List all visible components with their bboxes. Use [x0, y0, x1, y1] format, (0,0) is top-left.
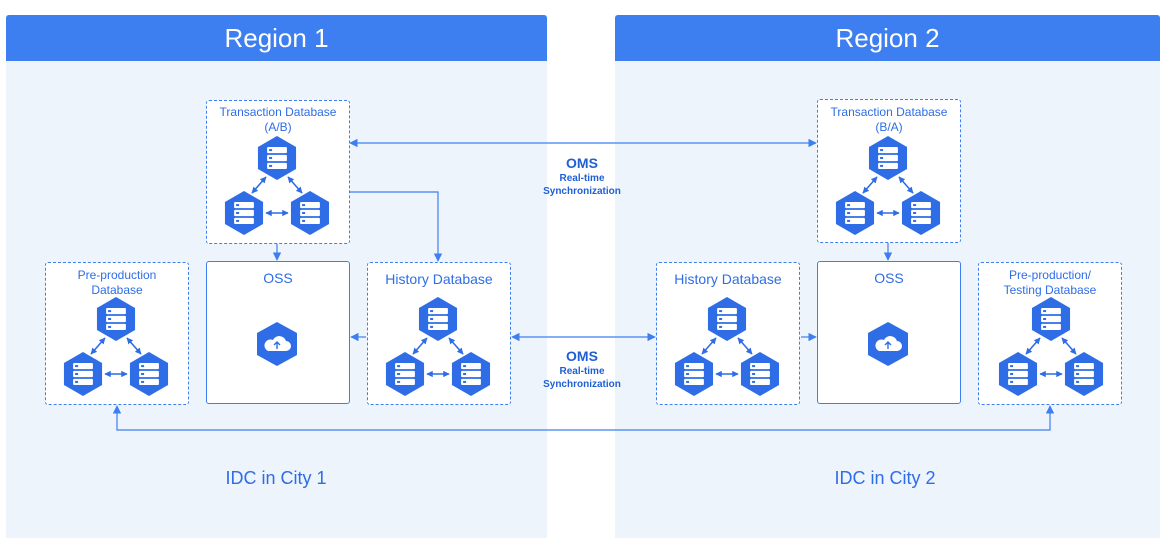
r2-transaction-cluster-server-icon-right [901, 191, 941, 235]
r1-transaction-database-label: Transaction Database (A/B) [219, 105, 337, 134]
r1-history-cluster-server-icon-top [418, 297, 458, 341]
r1-oss-label: OSS [263, 270, 293, 286]
r1-history-cluster-server-icon-right [451, 352, 491, 396]
r2-history-cluster-link-top-right [737, 337, 753, 355]
r2-history-cluster-link-top-left [701, 337, 717, 355]
r1-oss-cloud-icon [257, 322, 297, 366]
r1-preproduction-cluster-link-top-right [126, 337, 142, 355]
r1-transaction-to-history-arrow [350, 191, 443, 262]
r1-history-cluster-server-icon-left [385, 352, 425, 396]
r2-transaction-cluster-server-icon-top [868, 136, 908, 180]
r1-preproduction-cluster-server-icon-top [96, 297, 136, 341]
r2-preproduction-cluster-link-top-right [1061, 337, 1077, 355]
r1-history-cluster-link-top-right [448, 337, 464, 355]
r2-oss-label: OSS [874, 270, 904, 286]
idc-city-1-label: IDC in City 1 [225, 468, 327, 488]
r2-preproduction-testing-database-label: Pre-production/ Testing Database [1003, 268, 1097, 297]
r1-transaction-cluster-link-top-right [287, 176, 303, 194]
r2-oss-cloud-icon [868, 322, 908, 366]
r2-transaction-database-label: Transaction Database (B/A) [830, 105, 948, 134]
r1-preproduction-cluster-link-top-left [90, 337, 106, 355]
r2-preproduction-cluster-server-icon-left [998, 352, 1038, 396]
r2-preproduction-cluster-server-icon-right [1064, 352, 1104, 396]
r1-transaction-cluster-server-icon-top [257, 136, 297, 180]
r1-transaction-cluster-server-icon-left [224, 191, 264, 235]
r1-preproduction-database-label: Pre-production Database [77, 268, 157, 297]
preproduction-link-arrow [112, 405, 1055, 431]
r2-history-cluster-server-icon-top [707, 297, 747, 341]
r2-history-database-label: History Database [674, 271, 782, 287]
r1-transaction-cluster-link-top-left [251, 176, 267, 194]
r1-history-database-label: History Database [385, 271, 493, 287]
oms-sync-label-bottom: OMS Real-time Synchronization [543, 348, 621, 390]
idc-city-2-label: IDC in City 2 [834, 468, 936, 488]
r2-transaction-cluster-link-top-right [898, 176, 914, 194]
r2-history-cluster-server-icon-left [674, 352, 714, 396]
r1-preproduction-cluster-server-icon-right [129, 352, 169, 396]
r2-history-cluster-server-icon-right [740, 352, 780, 396]
r1-history-cluster-link-top-left [412, 337, 428, 355]
r2-preproduction-cluster-server-icon-top [1031, 297, 1071, 341]
r2-transaction-cluster-link-top-left [862, 176, 878, 194]
oms-sync-label-top: OMS Real-time Synchronization [543, 155, 621, 197]
r2-transaction-cluster-server-icon-left [835, 191, 875, 235]
r1-transaction-cluster-server-icon-right [290, 191, 330, 235]
r2-preproduction-cluster-link-top-left [1025, 337, 1041, 355]
region-1-title: Region 1 [6, 15, 547, 61]
r1-preproduction-cluster-server-icon-left [63, 352, 103, 396]
region-2-title: Region 2 [615, 15, 1160, 61]
